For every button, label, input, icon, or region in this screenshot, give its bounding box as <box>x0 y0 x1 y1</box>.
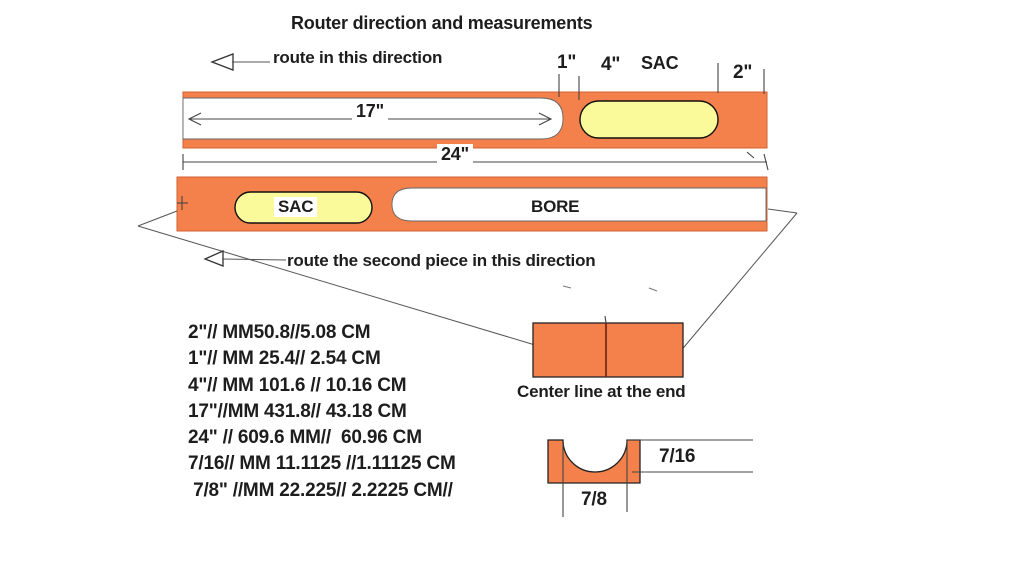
measurement-line: 4"// MM 101.6 // 10.16 CM <box>188 374 407 396</box>
route-arrow-bottom-icon <box>203 249 287 267</box>
projection-lines <box>137 208 798 354</box>
route-arrow-top-icon <box>210 53 270 71</box>
cutout-depth-label: 7/16 <box>659 446 696 467</box>
measurement-line: 24" // 609.6 MM// 60.96 CM <box>188 427 422 449</box>
gap-label: 1" <box>557 52 577 73</box>
bore-slot-label: BORE <box>531 197 580 216</box>
slot-length-label: 17" <box>352 101 388 122</box>
measurement-line: 7/16// MM 11.1125 //1.11125 CM <box>188 453 456 475</box>
dimension-ticks <box>558 63 765 100</box>
route-note-top: route in this direction <box>273 48 443 67</box>
cutout-width-label: 7/8 <box>581 489 607 510</box>
top-board-sac-pocket <box>579 100 719 139</box>
pocket-name-bottom-label: SAC <box>274 197 318 217</box>
measurement-line: 7/8" //MM 22.225// 2.2225 CM// <box>188 479 453 501</box>
measurement-line: 17"//MM 431.8// 43.18 CM <box>188 400 407 422</box>
cove-cutout-block <box>547 439 641 484</box>
bore-slot <box>391 187 767 222</box>
total-length-label: 24" <box>437 144 473 165</box>
end-detail-caption: Center line at the end <box>517 382 686 401</box>
cutout-dimension-lines <box>562 439 753 517</box>
pocket-name-top-label: SAC <box>641 53 679 73</box>
end-detail-block <box>532 322 684 378</box>
route-note-bottom: route the second piece in this direction <box>287 251 596 270</box>
stray-marks <box>562 285 658 292</box>
page-title: Router direction and measurements <box>291 13 593 33</box>
center-line-tick <box>604 315 607 324</box>
bottom-board-end-tick <box>177 196 188 210</box>
measurement-line: 2"// MM50.8//5.08 CM <box>188 322 371 343</box>
dimension-line-24 <box>182 151 769 171</box>
end-width-label: 2" <box>733 62 753 83</box>
measurement-conversion-list: 2"// MM50.8//5.08 CM 1"// MM 25.4// 2.54… <box>188 320 456 504</box>
measurement-line: 1"// MM 25.4// 2.54 CM <box>188 348 381 370</box>
pocket-length-label: 4" <box>601 54 621 75</box>
